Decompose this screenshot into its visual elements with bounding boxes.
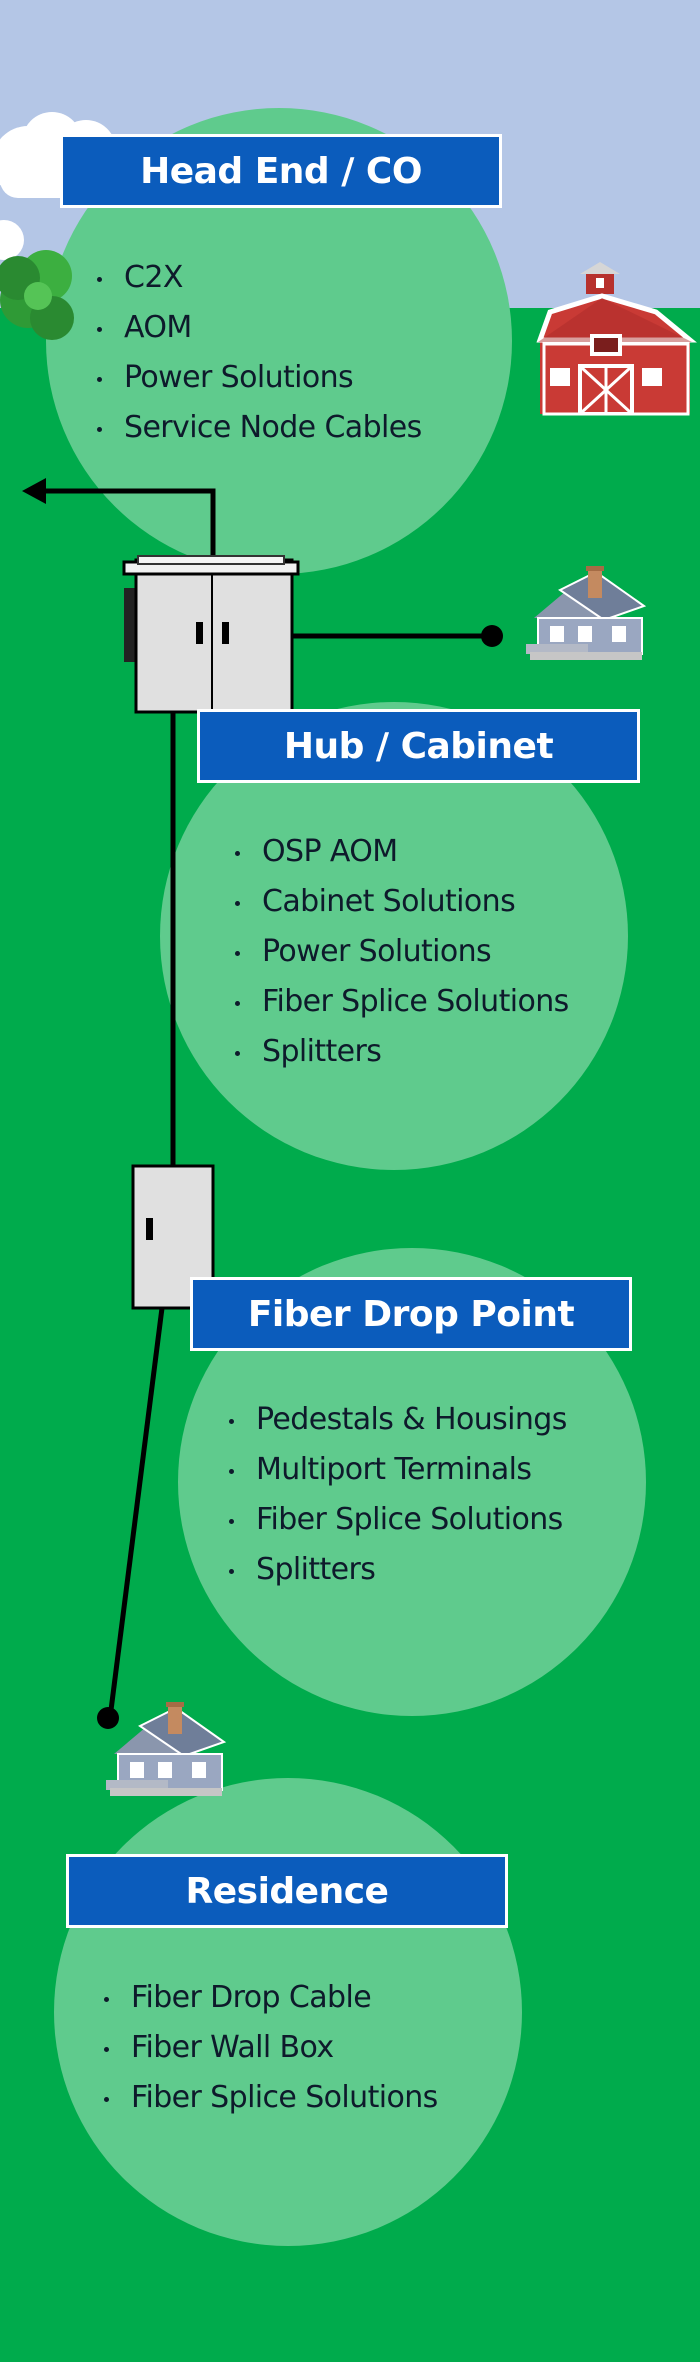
- stage-title-residence: Residence: [66, 1854, 508, 1928]
- stage-title-head-end: Head End / CO: [60, 134, 502, 208]
- stage-items-fiber-drop-point: Pedestals & Housings Multiport Terminals…: [226, 1395, 567, 1595]
- list-item: Multiport Terminals: [226, 1445, 567, 1495]
- list-item: Cabinet Solutions: [232, 877, 569, 927]
- cable-to-head-end: [44, 488, 216, 560]
- arrow-left-icon: [22, 478, 46, 504]
- list-item: OSP AOM: [232, 827, 569, 877]
- stage-items-head-end: C2X AOM Power Solutions Service Node Cab…: [94, 253, 422, 453]
- house-icon: [106, 1702, 227, 1796]
- list-item: Power Solutions: [232, 927, 569, 977]
- tree-icon: [0, 250, 74, 340]
- list-item: Fiber Splice Solutions: [101, 2073, 438, 2123]
- list-item: AOM: [94, 303, 422, 353]
- cable-end-dot-top: [481, 625, 503, 647]
- list-item: Pedestals & Housings: [226, 1395, 567, 1445]
- list-item: Splitters: [226, 1545, 567, 1595]
- list-item: Splitters: [232, 1027, 569, 1077]
- barn-icon: [536, 262, 697, 416]
- list-item: Service Node Cables: [94, 403, 422, 453]
- house-icon: [526, 566, 647, 660]
- cable-drop-to-residence: [107, 1307, 165, 1719]
- cabinet-icon: [122, 555, 300, 714]
- list-item: Fiber Wall Box: [101, 2023, 438, 2073]
- stage-items-residence: Fiber Drop Cable Fiber Wall Box Fiber Sp…: [101, 1973, 438, 2123]
- list-item: C2X: [94, 253, 422, 303]
- stage-title-fiber-drop-point: Fiber Drop Point: [190, 1277, 632, 1351]
- list-item: Fiber Splice Solutions: [226, 1495, 567, 1545]
- cable-end-dot-residence: [97, 1707, 119, 1729]
- list-item: Fiber Drop Cable: [101, 1973, 438, 2023]
- stage-items-hub-cabinet: OSP AOM Cabinet Solutions Power Solution…: [232, 827, 569, 1077]
- stage-title-hub-cabinet: Hub / Cabinet: [197, 709, 640, 783]
- list-item: Power Solutions: [94, 353, 422, 403]
- list-item: Fiber Splice Solutions: [232, 977, 569, 1027]
- fiber-cables: [44, 488, 490, 1719]
